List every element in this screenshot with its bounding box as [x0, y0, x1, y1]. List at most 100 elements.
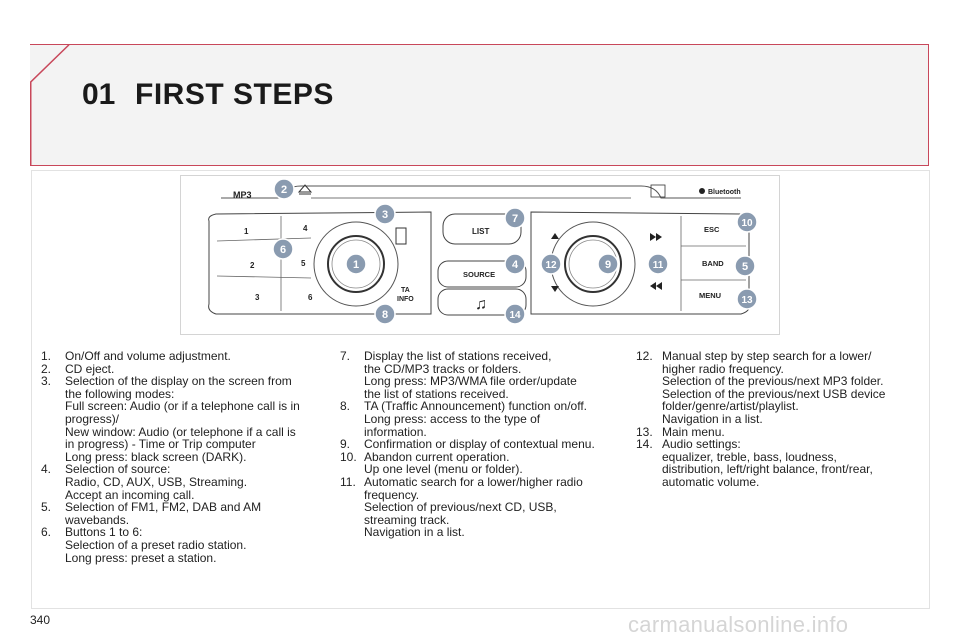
callout-6: 6 — [272, 238, 294, 260]
page-number: 340 — [30, 613, 51, 627]
legend-item: 10.Abandon current operation.Up one leve… — [340, 449, 620, 477]
legend-item: 6.Buttons 1 to 6:Selection of a preset r… — [41, 526, 331, 564]
legend-item-text: Display the list of stations received,th… — [364, 350, 620, 400]
legend-item-number: 11. — [340, 474, 356, 489]
up-arrow-icon — [551, 233, 559, 239]
legend-item-line: Automatic search for a lower/higher radi… — [364, 474, 583, 489]
callout-2: 2 — [273, 178, 295, 200]
legend-item-line: Selection of the display on the screen f… — [65, 374, 292, 389]
legend-item-line: higher radio frequency. — [662, 361, 784, 376]
legend-item-line: Selection of previous/next CD, USB, — [364, 500, 557, 515]
svg-text:14: 14 — [509, 310, 521, 321]
legend-item-number: 5. — [41, 500, 52, 515]
esc-label: ESC — [704, 225, 720, 234]
legend-item: 11. Automatic search for a lower/higher r… — [340, 476, 620, 539]
legend-item-line: Display the list of stations received, — [364, 349, 552, 363]
eject-icon — [297, 184, 313, 195]
preset-6-label: 6 — [308, 293, 313, 302]
legend-item-number: 7. — [340, 349, 351, 363]
svg-text:11: 11 — [653, 260, 664, 271]
legend-item-text: TA (Traffic Announcement) function on/of… — [364, 400, 620, 438]
list-button[interactable] — [442, 213, 522, 245]
legend-item-line: Selection of the previous/next MP3 folde… — [662, 374, 884, 389]
legend-item-line: distribution, left/right balance, front/… — [662, 462, 873, 477]
legend-item-line: the CD/MP3 tracks or folders. — [364, 361, 522, 376]
legend-item-text: On/Off and volume adjustment. — [65, 350, 331, 363]
legend-item-line: Confirmation or display of contextual me… — [364, 437, 595, 452]
legend-item-number: 6. — [41, 525, 52, 540]
callout-11: 11 — [647, 253, 669, 275]
legend-item-line: Selection of source: — [65, 462, 171, 477]
legend-item-line: Selection of FM1, FM2, DAB and AM — [65, 500, 262, 515]
header-corner-decoration — [30, 44, 70, 165]
legend-item-number: 14. — [636, 437, 653, 452]
callout-12: 12 — [540, 253, 562, 275]
volume-knob[interactable] — [327, 235, 385, 293]
legend-item-line: TA (Traffic Announcement) function on/of… — [364, 399, 588, 414]
source-button[interactable] — [437, 260, 527, 288]
legend-item-number: 3. — [41, 374, 52, 389]
legend-item-line: equalizer, treble, bass, loudness, — [662, 449, 837, 464]
legend-item-line: Long press: black screen (DARK). — [65, 449, 247, 464]
legend-item-line: On/Off and volume adjustment. — [65, 349, 231, 363]
ta-label: TA — [401, 287, 410, 294]
callout-13: 13 — [736, 288, 758, 310]
legend-item-line: in progress) - Time or Trip computer — [65, 437, 256, 452]
legend-item-line: folder/genre/artist/playlist. — [662, 399, 799, 414]
legend-item-number: 4. — [41, 462, 52, 477]
legend-item: 9.Confirmation or display of contextual … — [340, 438, 620, 451]
svg-text:5: 5 — [742, 261, 748, 273]
callout-9: 9 — [597, 253, 619, 275]
legend-item-text: Automatic search for a lower/higher radi… — [364, 476, 620, 539]
preset-5-label: 5 — [301, 259, 306, 268]
legend-item-line: New window: Audio (or telephone if a cal… — [65, 424, 296, 439]
legend-item: 12. Manual step by step search for a lowe… — [636, 350, 926, 426]
legend-item-line: Manual step by step search for a lower/ — [662, 349, 872, 363]
callout-7: 7 — [504, 207, 526, 229]
legend-item-text: CD eject. — [65, 361, 331, 376]
callout-5: 5 — [734, 255, 756, 277]
source-label: SOURCE — [463, 270, 495, 279]
select-knob[interactable] — [564, 235, 622, 293]
legend-item-text: Selection of the display on the screen f… — [65, 375, 331, 463]
svg-text:3: 3 — [382, 209, 388, 221]
info-label: INFO — [397, 296, 414, 303]
svg-text:13: 13 — [741, 295, 753, 306]
legend-item-line: Long press: MP3/WMA file order/update — [364, 374, 577, 389]
legend-item: 4. Selection of source:Radio, CD, AUX, US… — [41, 463, 331, 501]
audio-settings-button[interactable] — [437, 288, 527, 316]
legend-item-line: Up one level (menu or folder). — [364, 462, 523, 477]
callout-1: 1 — [345, 253, 367, 275]
legend-item-line: Navigation in a list. — [364, 525, 465, 540]
legend-item-line: frequency. — [364, 487, 420, 502]
legend-item-number: 10. — [340, 449, 357, 464]
header-panel — [30, 44, 929, 166]
svg-text:12: 12 — [545, 260, 557, 271]
legend-item-line: information. — [364, 424, 427, 439]
legend-item-line: Long press: preset a station. — [65, 550, 217, 565]
watermark: carmanualsonline.info — [628, 612, 849, 637]
svg-text:8: 8 — [382, 309, 388, 321]
legend-item-number: 12. — [636, 349, 653, 363]
svg-text:10: 10 — [741, 218, 753, 229]
callout-10: 10 — [736, 211, 758, 233]
bluetooth-icon — [699, 188, 705, 194]
previous-arrow-icon — [650, 282, 656, 290]
volume-knob-ring — [313, 221, 399, 307]
legend-item-line: CD eject. — [65, 361, 115, 376]
legend-item-line: the list of stations received. — [364, 386, 509, 401]
legend-item-number: 8. — [340, 399, 351, 414]
legend-item-line: Selection of a preset radio station. — [65, 537, 247, 552]
legend-item-line: the following modes: — [65, 386, 175, 401]
legend-item: 8. TA (Traffic Announcement) function on/… — [340, 400, 620, 438]
legend-item-text: Main menu. — [662, 425, 926, 439]
legend-item-line: Radio, CD, AUX, USB, Streaming. — [65, 474, 248, 489]
svg-text:4: 4 — [512, 259, 519, 271]
preset-4-label: 4 — [303, 224, 308, 233]
preset-1-label: 1 — [244, 227, 249, 236]
legend-item-number: 2. — [41, 361, 52, 376]
legend-item-line: progress)/ — [65, 411, 120, 426]
legend-item: 13.Main menu. — [636, 425, 926, 439]
